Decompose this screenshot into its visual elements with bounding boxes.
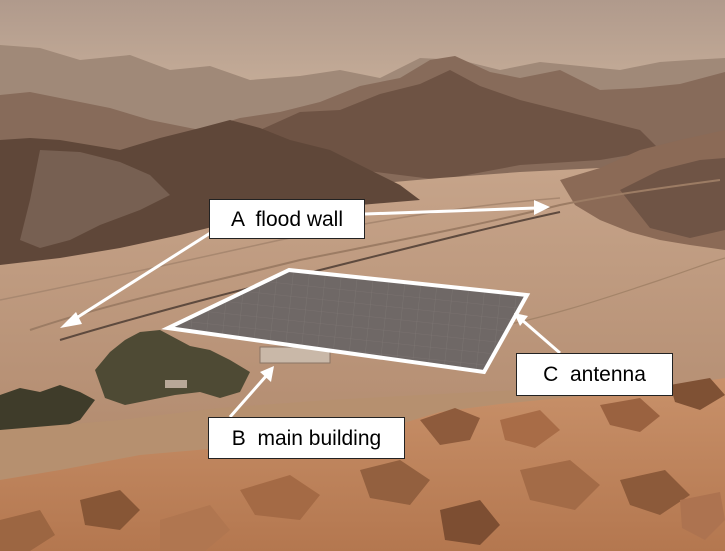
near-mountain-right-shadow <box>620 158 725 238</box>
antenna-outline <box>161 267 531 375</box>
antenna-field <box>168 270 527 372</box>
arrow-b <box>228 366 274 418</box>
arrow-a-left <box>60 228 216 328</box>
riverbed-channel <box>29 179 721 331</box>
mid-ridge-shadow <box>260 70 660 180</box>
riverbed-channel-2 <box>0 197 561 301</box>
arrow-c <box>514 313 561 355</box>
tree-line <box>0 385 95 436</box>
foreground-rocks <box>0 378 725 551</box>
near-mountain-left <box>0 120 420 265</box>
arrow-a-right <box>364 200 550 216</box>
flood-wall-line <box>59 211 561 341</box>
callout-antenna: C antenna <box>516 353 673 396</box>
vegetation-cluster <box>95 330 250 405</box>
small-building <box>165 380 187 388</box>
callout-main-building: B main building <box>208 417 405 459</box>
near-mountain-left-highlight <box>20 150 170 248</box>
callout-flood-wall: A flood wall <box>209 199 365 239</box>
